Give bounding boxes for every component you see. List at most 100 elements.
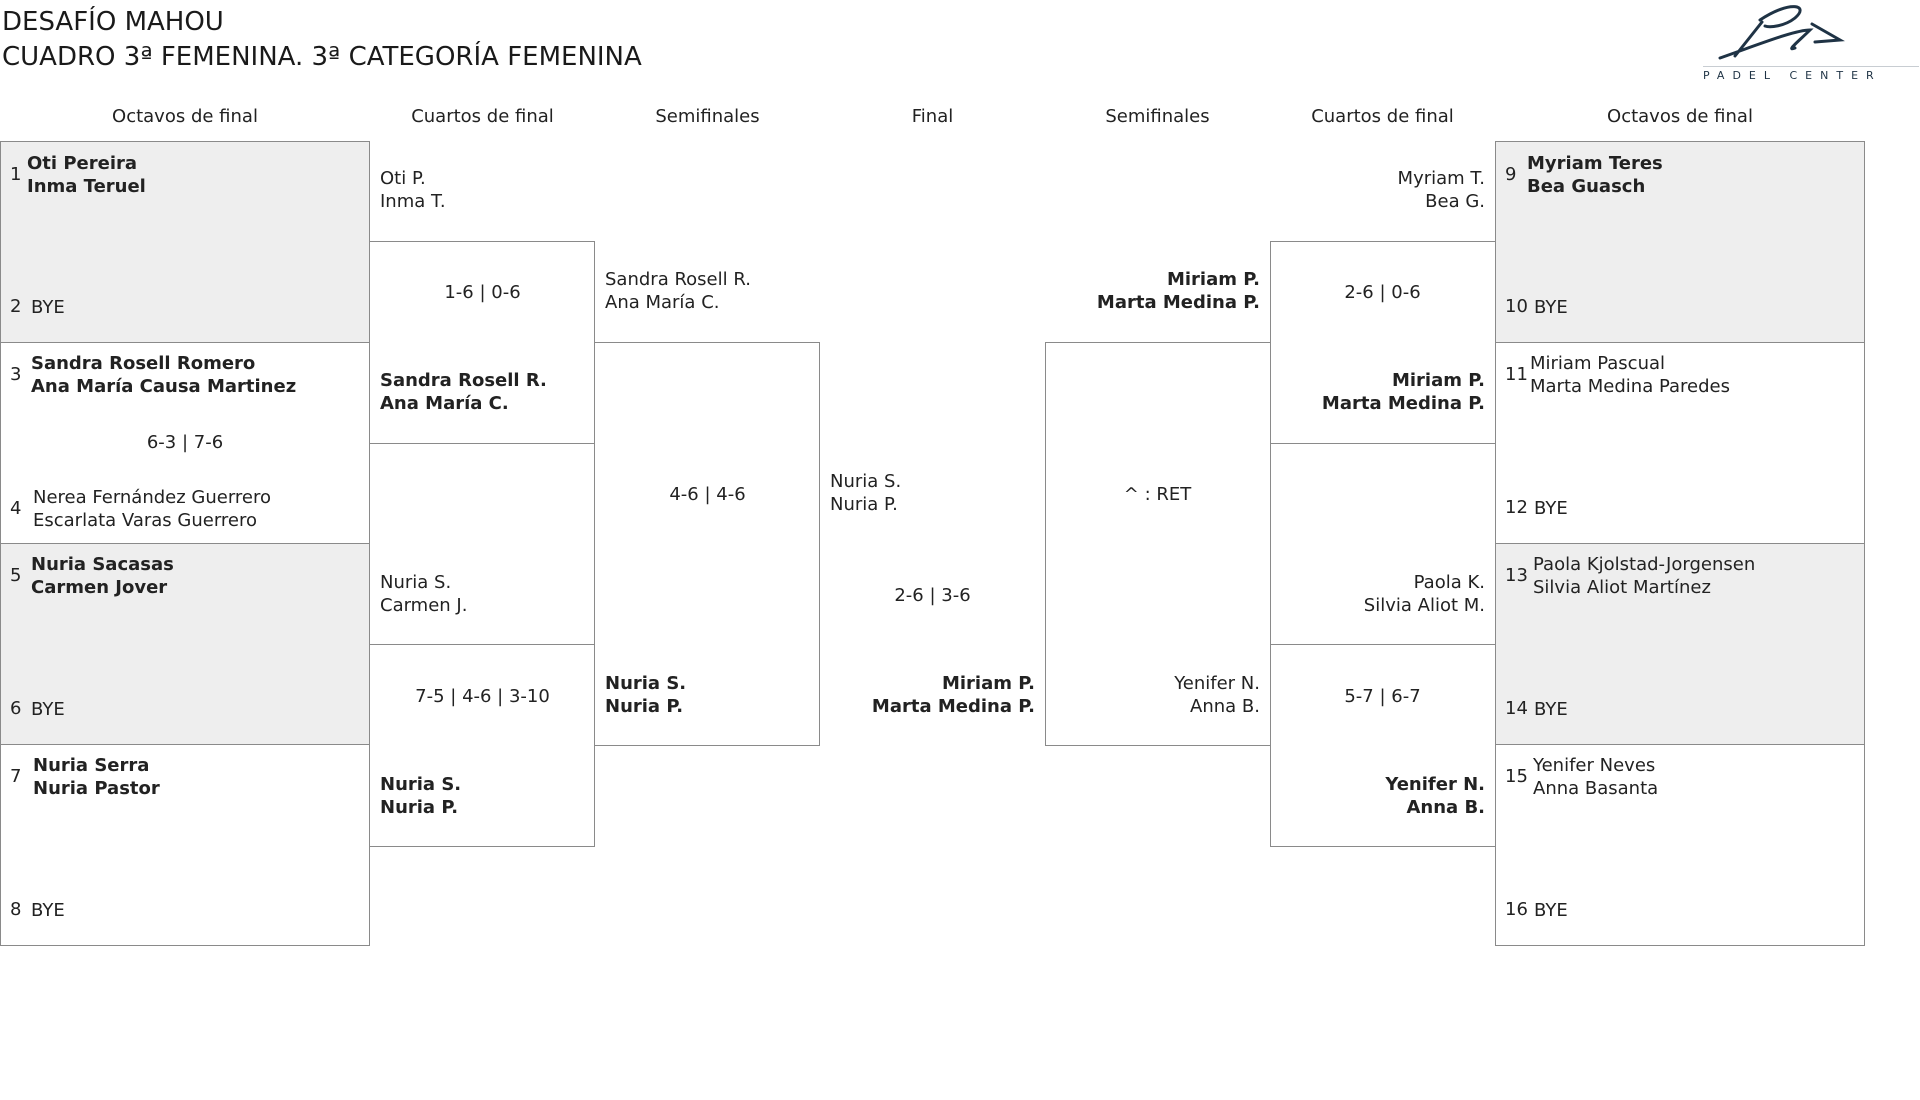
seed-number: 8 — [10, 899, 22, 920]
player-name: Ana María C. — [380, 393, 509, 414]
player-name: Carmen J. — [380, 595, 468, 616]
left-r16-match-3 — [0, 543, 370, 745]
logo-text: PADEL CENTER — [1703, 69, 1882, 82]
player-name: Inma Teruel — [27, 176, 146, 197]
final-team-entry: Nuria S. Nuria P. — [830, 470, 901, 516]
seed-number: 2 — [10, 296, 22, 317]
team-entry: Sandra Rosell Romero Ana María Causa Mar… — [31, 352, 296, 398]
round-header-left-qf: Cuartos de final — [411, 106, 554, 127]
seed-number: 16 — [1505, 899, 1528, 920]
player-name: Anna Basanta — [1533, 778, 1659, 799]
seed-number: 3 — [10, 364, 22, 385]
qf-team-entry: Yenifer N. Anna B. — [1270, 773, 1485, 819]
right-r16-match-4 — [1495, 744, 1865, 946]
match-score: 4-6 | 4-6 — [669, 484, 746, 505]
player-name: Nuria P. — [830, 494, 898, 515]
logo-divider — [1703, 66, 1919, 67]
match-score: 7-5 | 4-6 | 3-10 — [415, 686, 550, 707]
player-name: Escarlata Varas Guerrero — [33, 510, 258, 531]
sf-team-entry: Yenifer N. Anna B. — [1045, 672, 1260, 718]
player-name: Nerea Fernández Guerrero — [33, 487, 272, 508]
player-name: Nuria S. — [605, 673, 687, 694]
player-name: Nuria S. — [380, 774, 462, 795]
round-header-final: Final — [911, 106, 954, 127]
round-header-right-sf: Semifinales — [1105, 106, 1210, 127]
player-name: Bea G. — [1425, 191, 1485, 212]
seed-number: 9 — [1505, 164, 1517, 185]
left-sf-match — [594, 342, 820, 746]
seed-number: 14 — [1505, 698, 1528, 719]
seed-number: 6 — [10, 698, 22, 719]
qf-team-entry: Sandra Rosell R. Ana María C. — [380, 369, 547, 415]
player-name: Inma T. — [380, 191, 446, 212]
match-score: 1-6 | 0-6 — [444, 282, 521, 303]
page-subtitle: CUADRO 3ª FEMENINA. 3ª CATEGORÍA FEMENIN… — [2, 42, 642, 72]
qf-team-entry: Nuria S. Carmen J. — [380, 571, 467, 617]
player-name: Sandra Rosell Romero — [31, 353, 256, 374]
qf-team-entry: Nuria S. Nuria P. — [380, 773, 461, 819]
player-name: Marta Medina P. — [1321, 393, 1485, 414]
player-name: Marta Medina Paredes — [1530, 376, 1730, 397]
player-name: Silvia Aliot M. — [1363, 595, 1485, 616]
match-score: 2-6 | 0-6 — [1344, 282, 1421, 303]
player-name: Marta Medina P. — [1096, 292, 1260, 313]
player-name: Ana María Causa Martinez — [31, 376, 297, 397]
page-title: DESAFÍO MAHOU — [2, 7, 224, 37]
seed-number: 11 — [1505, 364, 1528, 385]
player-name: Miriam Pascual — [1530, 353, 1666, 374]
seed-number: 1 — [10, 164, 22, 185]
player-name: Nuria P. — [605, 696, 684, 717]
seed-number: 5 — [10, 565, 22, 586]
team-entry: Paola Kjolstad-Jorgensen Silvia Aliot Ma… — [1533, 553, 1755, 599]
bye-entry: BYE — [1534, 699, 1568, 720]
player-name: Yenifer Neves — [1533, 755, 1656, 776]
qf-team-entry: Paola K. Silvia Aliot M. — [1270, 571, 1485, 617]
seed-number: 10 — [1505, 296, 1528, 317]
player-name: Miriam P. — [941, 673, 1035, 694]
player-name: Nuria S. — [380, 572, 452, 593]
player-name: Oti Pereira — [27, 153, 138, 174]
seed-number: 12 — [1505, 497, 1528, 518]
round-header-left-sf: Semifinales — [655, 106, 760, 127]
team-entry: Nuria Serra Nuria Pastor — [33, 754, 160, 800]
seed-number: 7 — [10, 766, 22, 787]
player-name: Nuria Pastor — [33, 778, 160, 799]
player-name: Miriam P. — [1391, 370, 1485, 391]
qf-team-entry: Oti P. Inma T. — [380, 167, 446, 213]
seed-number: 13 — [1505, 565, 1528, 586]
qf-team-entry: Miriam P. Marta Medina P. — [1270, 369, 1485, 415]
team-entry: Oti Pereira Inma Teruel — [27, 152, 146, 198]
player-name: Paola Kjolstad-Jorgensen — [1533, 554, 1756, 575]
bye-entry: BYE — [1534, 297, 1568, 318]
player-name: Carmen Jover — [31, 577, 168, 598]
player-name: Silvia Aliot Martínez — [1533, 577, 1711, 598]
player-name: Marta Medina P. — [871, 696, 1035, 717]
seed-number: 4 — [10, 498, 22, 519]
team-entry: Nerea Fernández Guerrero Escarlata Varas… — [33, 486, 271, 532]
player-name: Myriam T. — [1397, 168, 1485, 189]
player-name: Miriam P. — [1166, 269, 1260, 290]
bye-entry: BYE — [1534, 498, 1568, 519]
bye-entry: BYE — [31, 699, 65, 720]
match-score: 5-7 | 6-7 — [1344, 686, 1421, 707]
sf-team-entry: Sandra Rosell R. Ana María C. — [605, 268, 751, 314]
right-sf-match — [1045, 342, 1271, 746]
team-entry: Miriam Pascual Marta Medina Paredes — [1530, 352, 1730, 398]
round-header-left-r16: Octavos de final — [112, 106, 258, 127]
final-score: 2-6 | 3-6 — [894, 585, 971, 606]
player-name: Anna B. — [1190, 696, 1260, 717]
bye-entry: BYE — [31, 900, 65, 921]
sf-team-entry: Miriam P. Marta Medina P. — [1045, 268, 1260, 314]
player-name: Nuria S. — [830, 471, 902, 492]
sf-team-entry: Nuria S. Nuria P. — [605, 672, 686, 718]
player-name: Nuria Serra — [33, 755, 150, 776]
round-header-right-r16: Octavos de final — [1607, 106, 1753, 127]
player-name: Myriam Teres — [1527, 153, 1663, 174]
team-entry: Yenifer Neves Anna Basanta — [1533, 754, 1658, 800]
team-entry: Nuria Sacasas Carmen Jover — [31, 553, 174, 599]
bye-entry: BYE — [31, 297, 65, 318]
player-name: Sandra Rosell R. — [380, 370, 547, 391]
match-score: ^ : RET — [1123, 484, 1192, 505]
player-name: Paola K. — [1413, 572, 1485, 593]
player-name: Sandra Rosell R. — [605, 269, 751, 290]
